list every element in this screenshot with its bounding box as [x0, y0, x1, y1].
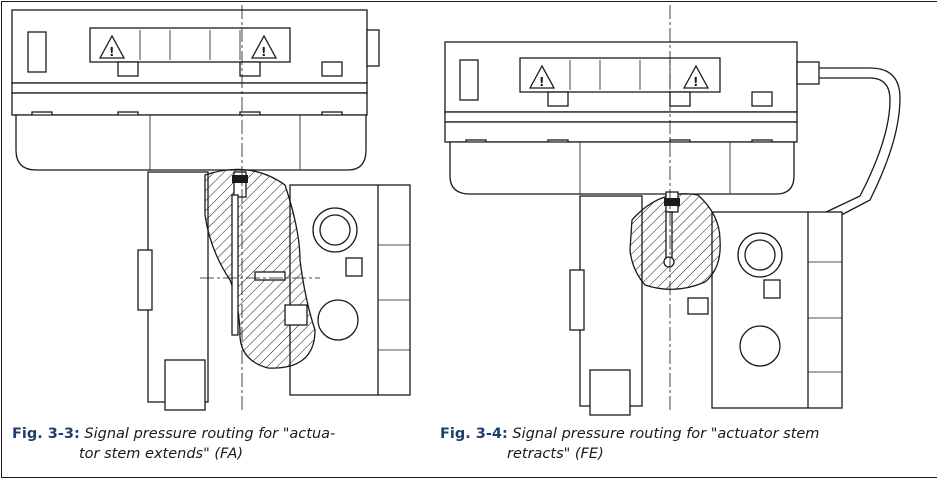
figure-fe-caption: Fig. 3-4: Signal pressure routing for "a…: [440, 424, 920, 464]
warning-icon: [250, 34, 278, 59]
warning-icon: [682, 64, 710, 89]
figure-fa-drawing: ! !: [0, 0, 430, 420]
figure-fa-caption-line1: Signal pressure routing for "actua-: [84, 426, 336, 442]
figure-fe-label: Fig. 3-4:: [440, 426, 508, 442]
svg-text:!: !: [109, 45, 114, 59]
svg-text:!: !: [693, 75, 698, 89]
svg-text:!: !: [539, 75, 544, 89]
warning-icon: [98, 34, 126, 59]
figure-fa-caption: Fig. 3-3: Signal pressure routing for "a…: [12, 424, 432, 464]
figure-fe-caption-line1: Signal pressure routing for "actuator st…: [512, 426, 820, 442]
hatched-section: [629, 193, 721, 290]
figure-fa-label: Fig. 3-3:: [12, 426, 80, 442]
warning-icon: [528, 64, 556, 89]
figure-fe-drawing: ! !: [430, 0, 939, 420]
svg-text:!: !: [261, 45, 266, 59]
tube-fitting: [796, 61, 820, 85]
figure-fe-caption-line2: retracts" (FE): [507, 446, 604, 462]
figure-fa-caption-line2: tor stem extends" (FA): [79, 446, 244, 462]
